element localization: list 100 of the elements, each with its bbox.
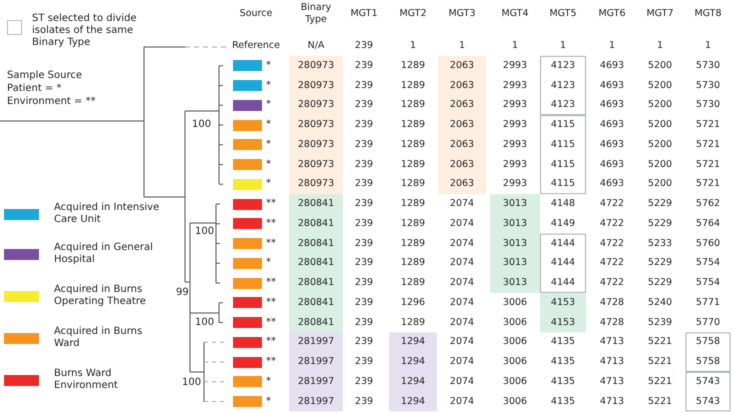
binary-type-value: 280973 (296, 80, 336, 92)
mgt-value: 4722 (598, 238, 626, 250)
bootstrap-value: 100 (195, 226, 214, 238)
binary-type-value: 280841 (296, 198, 336, 210)
mgt-value: 4115 (550, 178, 576, 190)
mgt-value: 3006 (502, 316, 528, 328)
mgt-value: 5200 (646, 138, 674, 151)
mgt-value: 2074 (448, 296, 476, 309)
column-header: MGT5 (548, 8, 578, 20)
mgt-value: 2074 (448, 277, 476, 289)
mgt-value: 1289 (400, 119, 426, 131)
mgt-value: 4115 (550, 119, 576, 131)
mgt-value: 5743 (694, 396, 722, 408)
legend-text: ST selected to divide isolates of the same Binary Type (32, 13, 138, 49)
mgt-value: 2063 (448, 138, 476, 151)
mgt-value: 5758 (694, 336, 722, 348)
binary-type-value: 280973 (296, 60, 336, 72)
column-header: MGT1 (349, 8, 379, 20)
mgt-value: 5721 (694, 178, 722, 190)
mgt-value: 3006 (502, 356, 528, 368)
mgt-value: 5229 (646, 257, 674, 270)
mgt-value: 5721 (694, 138, 722, 151)
mgt-value: 4722 (598, 277, 626, 289)
mgt-value: 1294 (400, 356, 426, 368)
mgt-value: 239 (354, 119, 374, 131)
bootstrap-value: 100 (192, 119, 212, 131)
reference-label: Reference (231, 40, 281, 52)
binary-type-value: 281997 (296, 376, 336, 388)
mgt-value: 1 (458, 40, 466, 52)
sample-source-mark: ** (266, 336, 276, 348)
mgt-value: 5770 (694, 316, 722, 328)
column-header: MGT2 (398, 8, 428, 20)
mgt-value: 239 (354, 40, 374, 52)
column-header: Binary Type (300, 2, 332, 26)
mgt-value: 3013 (502, 238, 528, 250)
mgt-value: 2063 (448, 99, 476, 112)
binary-type-value: 280841 (296, 257, 336, 270)
sample-source-mark: * (266, 396, 271, 408)
column-header: MGT8 (693, 8, 723, 20)
mgt-value: 239 (354, 296, 374, 309)
legend-text: Acquired in Intensive Care Unit (54, 202, 160, 226)
mgt-value: 3013 (502, 198, 528, 210)
mgt-value: 1289 (400, 138, 426, 151)
mgt-value: 239 (354, 178, 374, 190)
mgt-value: 239 (354, 396, 374, 408)
binary-type-value: 281997 (296, 356, 336, 368)
mgt-value: 1289 (400, 316, 426, 328)
mgt-value: 1289 (400, 99, 426, 112)
mgt-value: 2993 (502, 178, 528, 190)
bootstrap-value: 99 (176, 287, 189, 299)
binary-type-value: 280973 (296, 178, 336, 190)
mgt-value: 4713 (598, 336, 626, 348)
sample-source-mark: ** (266, 238, 276, 250)
mgt-value: 1 (656, 40, 664, 52)
binary-type-value: 281997 (296, 336, 336, 348)
mgt-value: 5221 (646, 376, 674, 388)
mgt-value: 5229 (646, 218, 674, 230)
mgt-value: 4153 (550, 316, 576, 328)
binary-type-value: 280973 (296, 99, 336, 112)
sample-source-mark: * (266, 60, 271, 72)
sample-source-mark: * (266, 376, 271, 388)
mgt-value: 3006 (502, 296, 528, 309)
mgt-value: 239 (354, 257, 374, 270)
mgt-value: 5730 (694, 99, 722, 112)
mgt-value: 2063 (448, 80, 476, 92)
mgt-value: 1294 (400, 336, 426, 348)
mgt-value: 239 (354, 198, 374, 210)
mgt-value: 5764 (694, 218, 722, 230)
mgt-value: 1289 (400, 277, 426, 289)
mgt-value: 4144 (550, 257, 576, 270)
mgt-value: 4135 (550, 376, 576, 388)
mgt-value: 4123 (550, 80, 576, 92)
mgt-value: 2074 (448, 198, 476, 210)
mgt-value: 1 (408, 40, 418, 52)
mgt-value: 5200 (646, 158, 674, 170)
mgt-value: 239 (354, 158, 374, 170)
mgt-value: 5771 (694, 296, 722, 309)
mgt-value: 5762 (694, 198, 722, 210)
mgt-value: 4728 (598, 296, 626, 309)
mgt-value: 2063 (448, 178, 476, 190)
mgt-value: 5221 (646, 356, 674, 368)
mgt-value: 5760 (694, 238, 722, 250)
mgt-value: 2074 (448, 316, 476, 328)
note-text: Sample Source (7, 70, 82, 82)
mgt-value: 2993 (502, 158, 528, 170)
sample-source-mark: * (266, 119, 271, 131)
binary-type-value: 280841 (296, 296, 336, 309)
mgt-value: 5200 (646, 80, 674, 92)
mgt-value: 3006 (502, 336, 528, 348)
mgt-value: 4144 (550, 277, 576, 289)
mgt-value: 1 (558, 40, 568, 52)
binary-type-value: N/A (306, 40, 326, 52)
bootstrap-value: 100 (182, 377, 202, 389)
mgt-value: 5754 (694, 257, 722, 270)
binary-type-value: 280841 (296, 218, 336, 230)
mgt-value: 1 (510, 40, 520, 52)
sample-source-mark: ** (266, 218, 276, 230)
legend-text: Acquired in Burns Operating Theatre (54, 284, 147, 308)
mgt-value: 2993 (502, 99, 528, 112)
mgt-value: 1289 (400, 238, 426, 250)
